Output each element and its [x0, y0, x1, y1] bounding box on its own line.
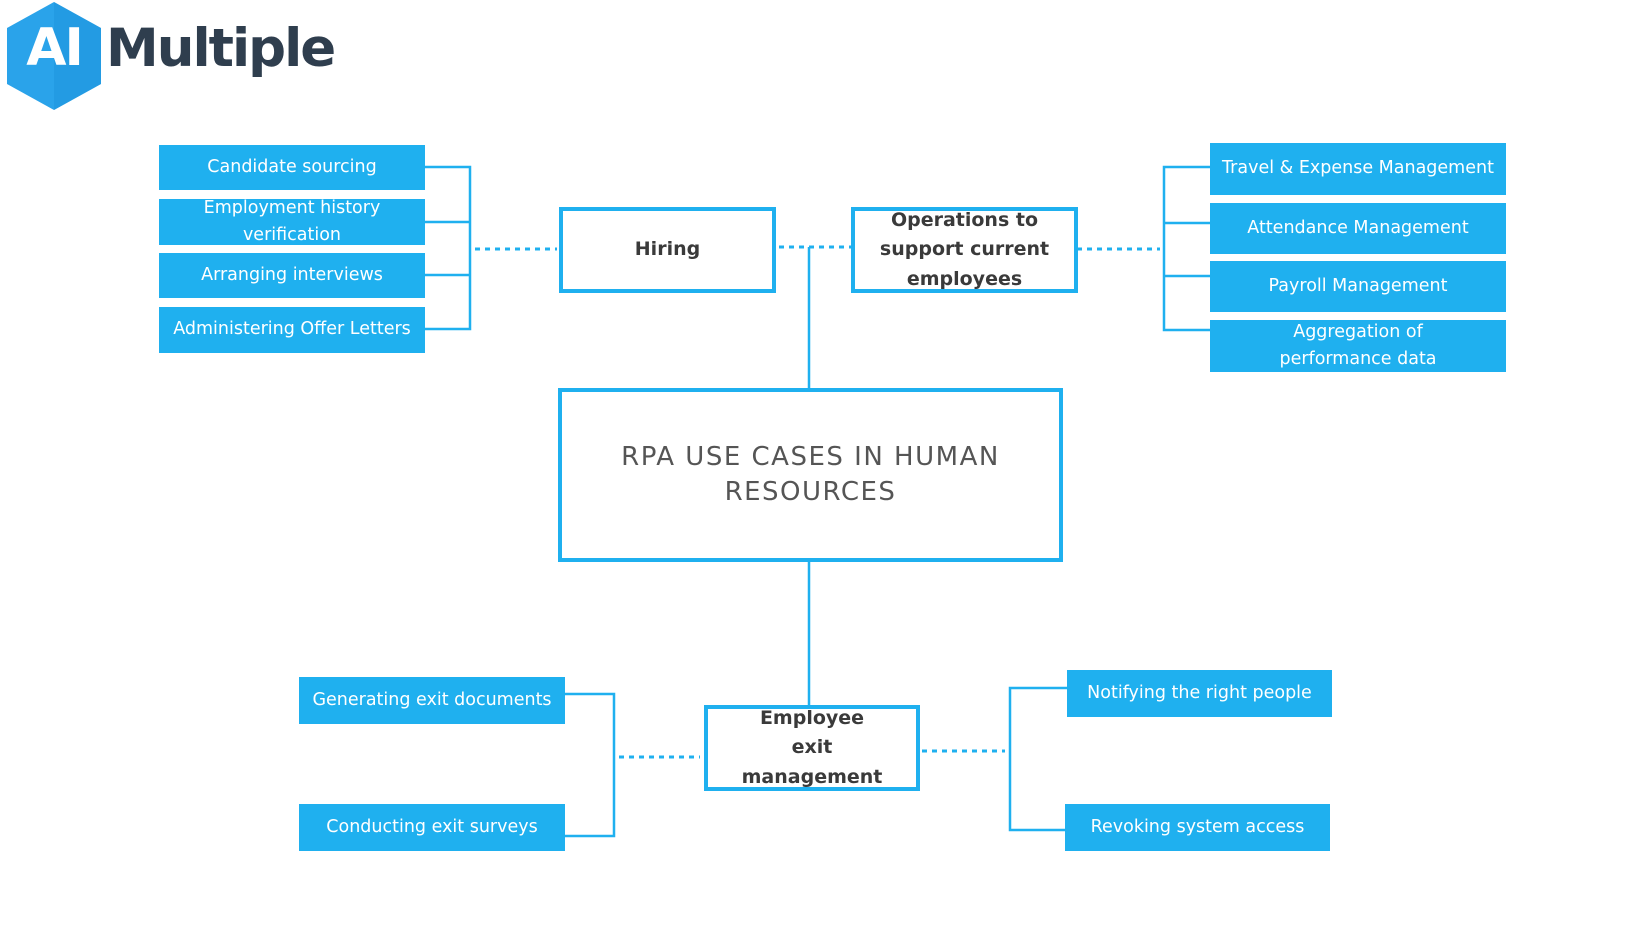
hiring-item-employment-history: Employment history verification [159, 198, 425, 245]
logo-wordmark: Multiple [106, 18, 336, 79]
exit-item-exit-surveys: Conducting exit surveys [299, 804, 565, 851]
hiring-item-arranging-interviews: Arranging interviews [159, 253, 425, 298]
aimultiple-logo: AI Multiple [2, 0, 336, 112]
exit-left-bracket [565, 692, 616, 838]
hexagon-logo-icon [7, 2, 101, 110]
category-employee-exit: Employee exit management [704, 705, 920, 791]
exit-item-notifying-people: Notifying the right people [1067, 670, 1332, 717]
exit-item-generating-documents: Generating exit documents [299, 677, 565, 724]
hiring-bracket [425, 165, 472, 331]
exit-right-bracket [1008, 686, 1067, 832]
exit-item-revoking-access: Revoking system access [1065, 804, 1330, 851]
logo-mark-text: AI [26, 18, 84, 78]
center-title-box: RPA USE CASES IN HUMAN RESOURCES [558, 388, 1063, 562]
category-hiring: Hiring [559, 207, 776, 293]
operations-item-performance-data: Aggregation of performance data [1210, 320, 1506, 372]
hiring-item-offer-letters: Administering Offer Letters [159, 307, 425, 353]
operations-item-payroll: Payroll Management [1210, 261, 1506, 312]
operations-bracket [1162, 165, 1210, 332]
operations-item-attendance: Attendance Management [1210, 203, 1506, 254]
operations-item-travel-expense: Travel & Expense Management [1210, 143, 1506, 195]
category-operations: Operations to support current employees [851, 207, 1078, 293]
hiring-item-candidate-sourcing: Candidate sourcing [159, 145, 425, 190]
